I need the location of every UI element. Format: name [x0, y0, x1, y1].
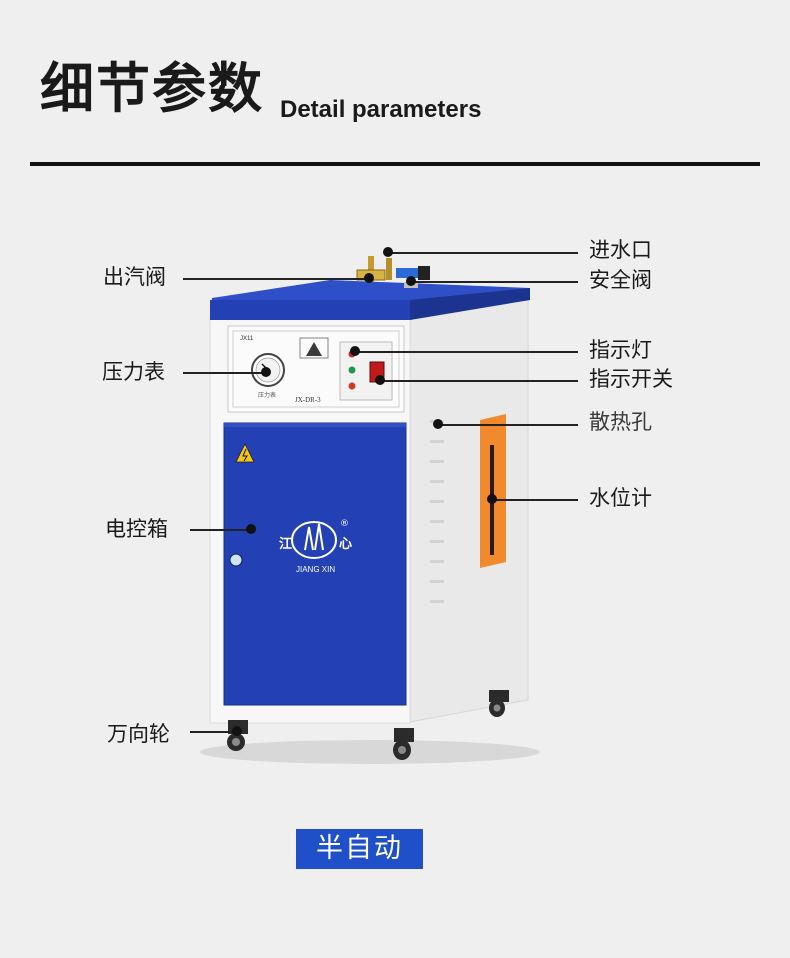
leader-safety-valve [413, 281, 578, 283]
logo-char-left: 江 [279, 536, 292, 552]
label-pressure-gauge: 压力表 [102, 360, 165, 384]
logo-char-right: 心 [339, 537, 352, 552]
label-universal-wheel: 万向轮 [107, 722, 170, 746]
gauge-caption: 压力表 [258, 391, 276, 399]
leader-water-level-gauge [494, 499, 578, 501]
label-indicator-switch: 指示开关 [589, 367, 673, 391]
leader-heat-vents [440, 424, 578, 426]
dot-safety-valve [406, 276, 416, 286]
label-safety-valve: 安全阀 [589, 268, 652, 292]
leader-pressure-gauge [183, 372, 263, 374]
leader-indicator-switch [382, 380, 578, 382]
leader-water-inlet [390, 252, 578, 254]
dot-universal-wheel [232, 726, 242, 736]
header-rule [30, 162, 760, 166]
mode-badge: 半自动 [296, 829, 423, 869]
logo-pinyin: JIANG XIN [296, 565, 335, 574]
panel-plate-top: JX11 [240, 336, 254, 342]
dot-indicator-light [350, 346, 360, 356]
label-water-level-gauge: 水位计 [589, 486, 652, 510]
dot-water-level-gauge [487, 494, 497, 504]
label-water-inlet: 进水口 [589, 238, 652, 262]
label-heat-vents: 散热孔 [589, 410, 652, 434]
dot-steam-outlet-valve [364, 273, 374, 283]
leader-universal-wheel [190, 731, 235, 733]
dot-indicator-switch [375, 375, 385, 385]
leader-electric-control-box [190, 529, 249, 531]
label-steam-outlet-valve: 出汽阀 [103, 265, 166, 289]
label-electric-control-box: 电控箱 [105, 517, 168, 541]
page-title: 细节参数 [40, 57, 264, 120]
dot-pressure-gauge [261, 367, 271, 377]
leader-indicator-light [357, 351, 578, 353]
label-indicator-light: 指示灯 [589, 338, 652, 362]
page-subtitle: Detail parameters [280, 96, 482, 123]
dot-heat-vents [433, 419, 443, 429]
dot-water-inlet [383, 247, 393, 257]
logo-registered: ® [340, 519, 349, 529]
dot-electric-control-box [246, 524, 256, 534]
leader-steam-outlet-valve [183, 278, 365, 280]
panel-plate-model: JX-DR-3 [295, 396, 321, 404]
